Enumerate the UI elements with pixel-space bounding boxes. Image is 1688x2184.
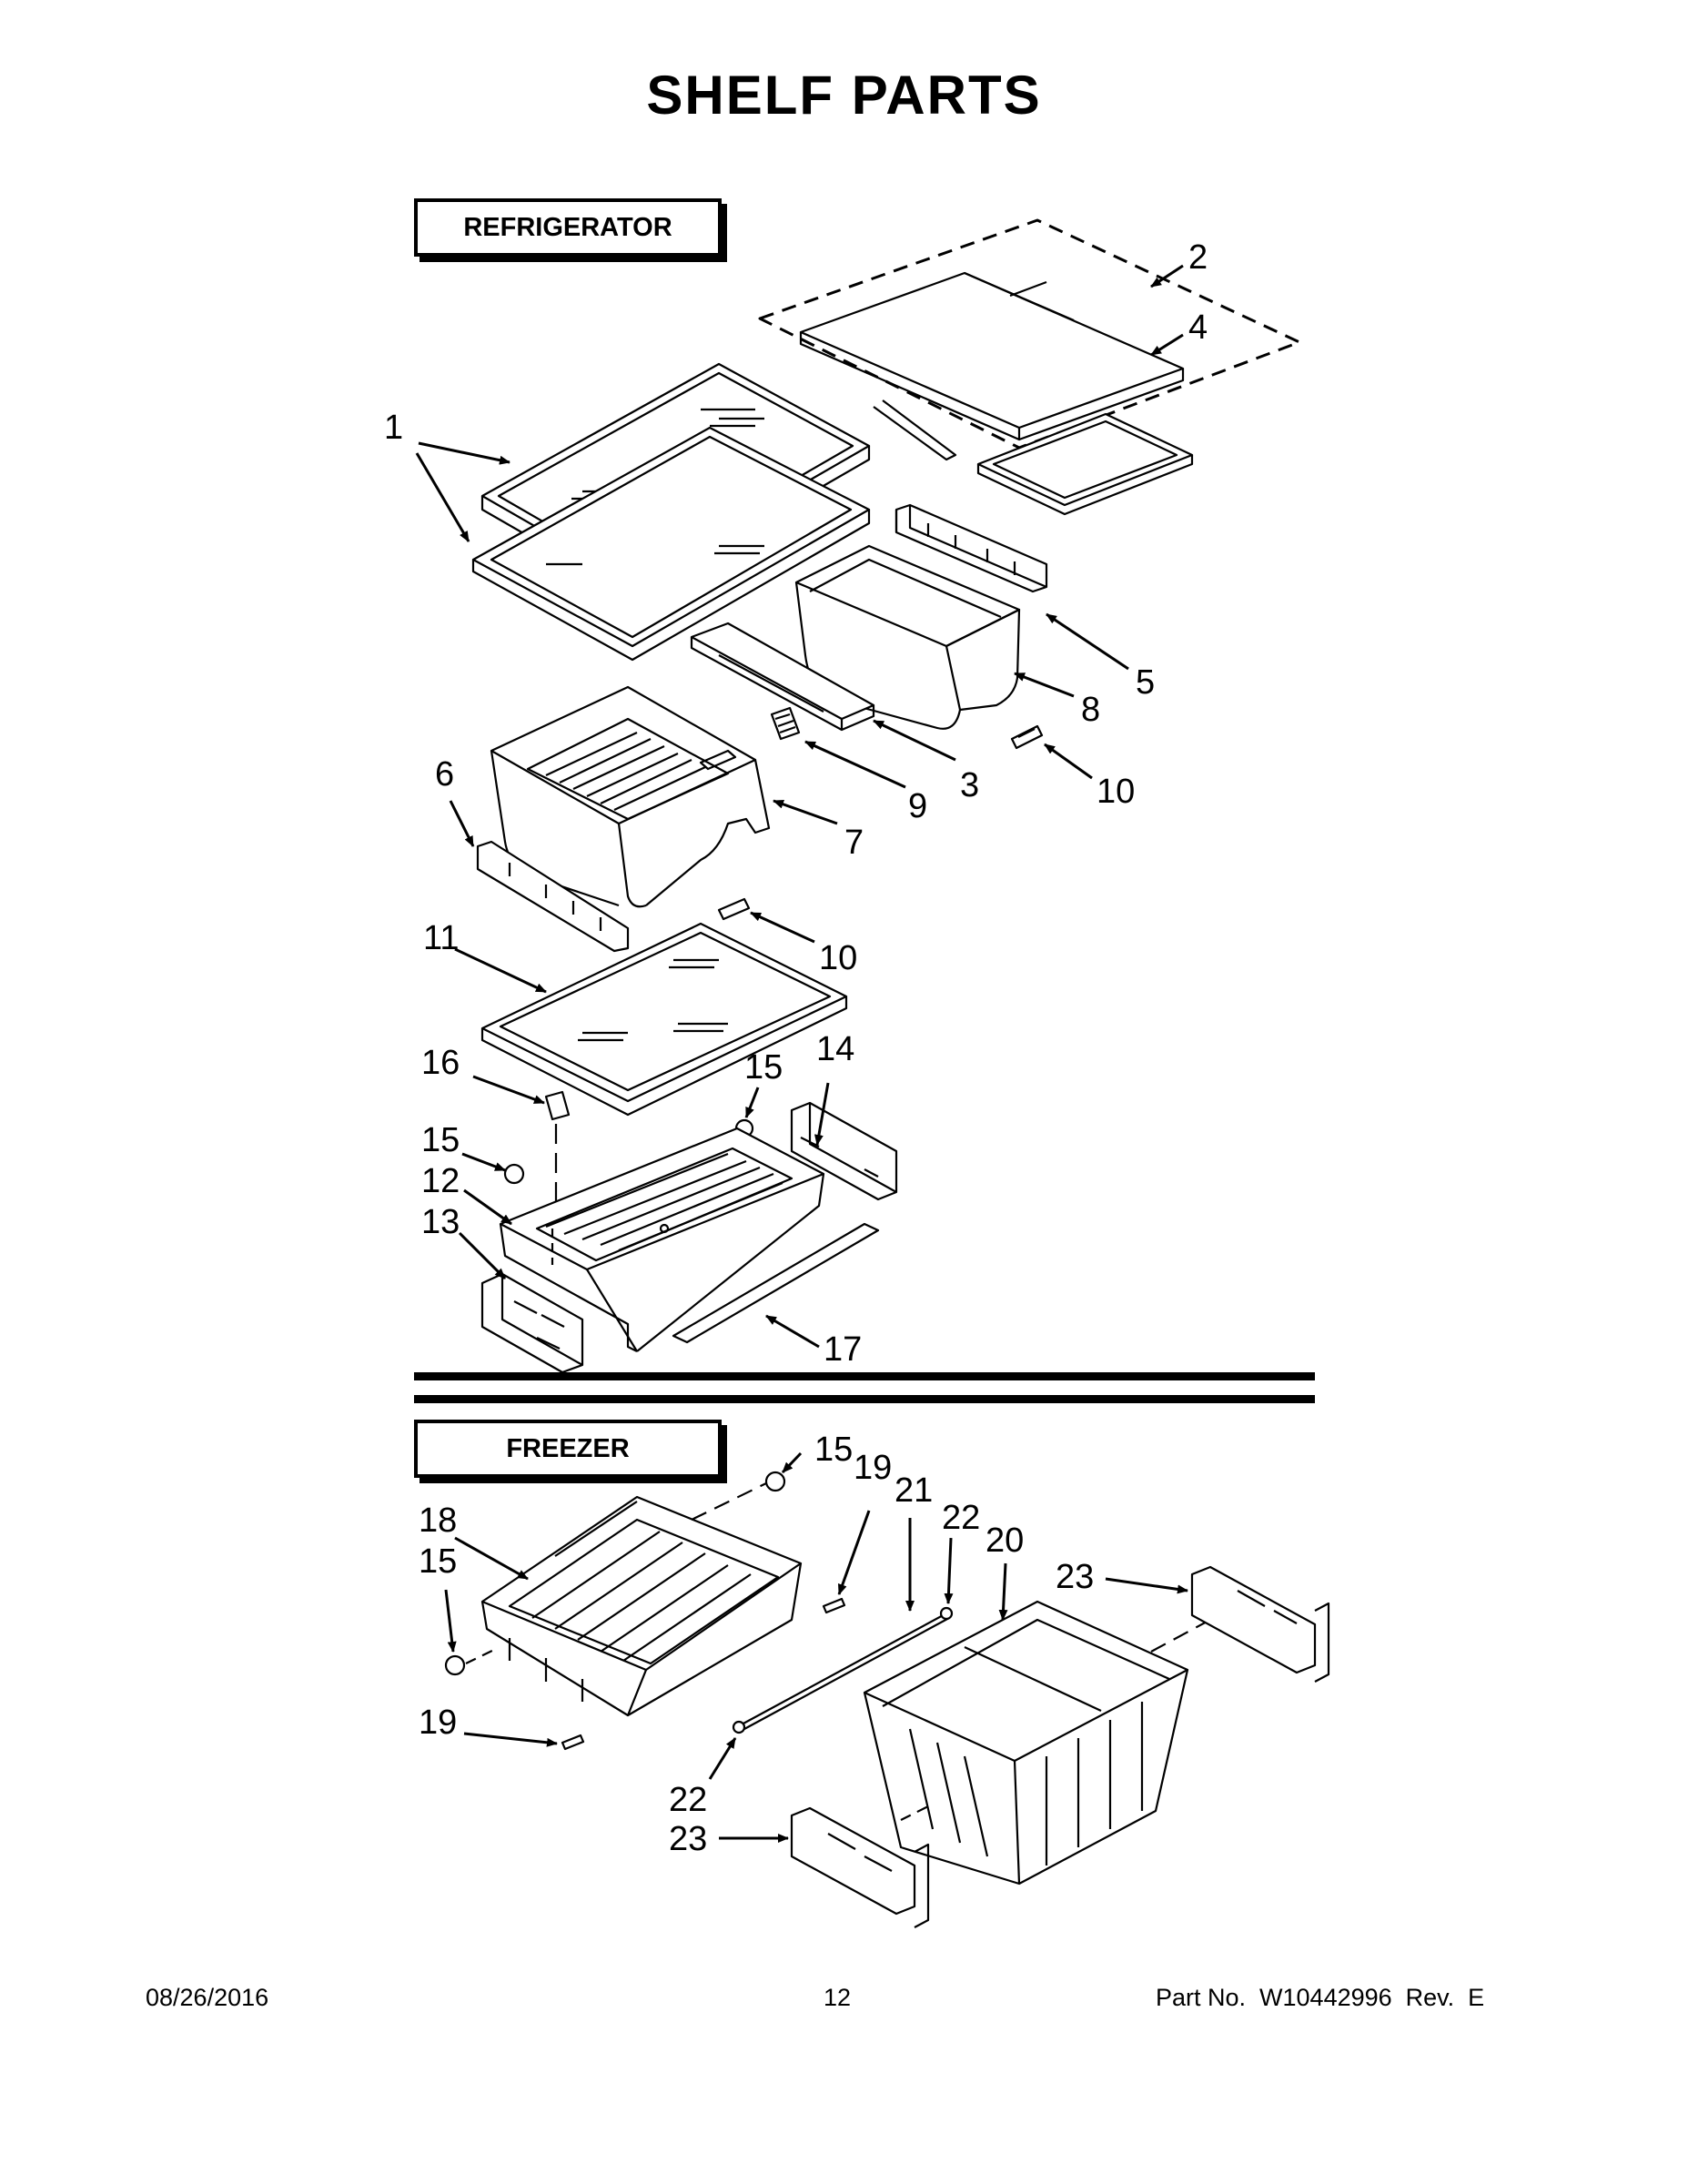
callout-8: 8: [1081, 691, 1100, 729]
crisper-drawer-large: [490, 685, 771, 908]
refrigerator-section-label: REFRIGERATOR: [414, 198, 722, 257]
section-divider-top: [414, 1372, 1315, 1380]
crisper-cover-insert: [976, 412, 1194, 516]
callout-19-a: 19: [854, 1449, 892, 1487]
pantry-drawer: [499, 1127, 825, 1352]
freezer-guide-line-b: [465, 1648, 497, 1664]
callout-16: 16: [421, 1044, 460, 1082]
callout-22-b: 22: [669, 1781, 707, 1819]
kit-dashed-boundary: [758, 218, 1301, 450]
callout-11: 11: [423, 919, 459, 957]
callout-20: 20: [986, 1522, 1024, 1560]
callout-15-b: 15: [421, 1121, 460, 1159]
callout-13: 13: [421, 1203, 460, 1241]
freezer-slide-right: [1190, 1565, 1330, 1683]
rod-end-cap-left: [732, 1720, 746, 1734]
freezer-screw-upper: [822, 1597, 846, 1614]
freezer-upper-basket: [480, 1495, 803, 1717]
callout-6: 6: [435, 755, 454, 794]
callout-5: 5: [1136, 663, 1155, 702]
footer-part-number: Part No. W10442996 Rev. E: [1156, 1984, 1485, 2011]
callout-23-a: 23: [1056, 1558, 1094, 1596]
drawer-stop-left: [717, 897, 751, 921]
freezer-label-text: FREEZER: [506, 1433, 630, 1463]
callout-22-a: 22: [942, 1499, 980, 1537]
callout-10-left: 10: [819, 939, 857, 977]
callout-18: 18: [419, 1502, 457, 1540]
footer-date: 08/26/2016: [146, 1984, 269, 2011]
callout-17: 17: [824, 1330, 862, 1369]
freezer-guide-line-a: [691, 1482, 767, 1521]
callout-4: 4: [1188, 308, 1208, 347]
pantry-slide-left: [480, 1272, 584, 1374]
callout-15-a: 15: [744, 1048, 783, 1087]
callout-9: 9: [908, 787, 927, 825]
crisper-cover: [799, 271, 1185, 461]
callout-7: 7: [844, 824, 864, 862]
pantry-trim-strip: [672, 1222, 880, 1344]
freezer-connecting-rod: [741, 1613, 950, 1730]
crisper-rail-right: [895, 503, 1048, 593]
footer-page-number: 12: [824, 1984, 852, 2011]
roller-wheel-left: [503, 1163, 525, 1185]
freezer-wheel-upper: [764, 1471, 786, 1492]
freezer-guide-line-c: [1150, 1619, 1211, 1653]
freezer-slide-left: [790, 1806, 930, 1928]
callout-19-b: 19: [419, 1704, 457, 1742]
glass-shelf-lower: [471, 426, 871, 662]
callout-12: 12: [421, 1162, 460, 1200]
freezer-wheel-lower: [444, 1654, 466, 1676]
glass-shelf-middle: [480, 922, 848, 1117]
page-title: SHELF PARTS: [646, 65, 1042, 126]
refrigerator-label-text: REFRIGERATOR: [463, 212, 672, 242]
callout-21: 21: [895, 1471, 933, 1510]
callout-23-b: 23: [669, 1820, 707, 1858]
crisper-divider-panel: [690, 622, 875, 732]
rod-end-cap-right: [939, 1606, 954, 1621]
callout-10-right: 10: [1097, 773, 1135, 811]
freezer-lower-basket: [863, 1600, 1189, 1886]
callout-3: 3: [960, 766, 979, 804]
freezer-guide-line-d: [900, 1805, 929, 1821]
drawer-stop-right: [1010, 724, 1044, 750]
callout-2: 2: [1188, 238, 1208, 277]
callout-14: 14: [816, 1030, 854, 1068]
freezer-section-label: FREEZER: [414, 1420, 722, 1478]
humidity-control-slider: [770, 706, 801, 741]
crisper-rail-left: [476, 840, 630, 953]
callout-15-c: 15: [814, 1431, 853, 1469]
section-divider-bottom: [414, 1395, 1315, 1403]
callout-15-d: 15: [419, 1542, 457, 1581]
freezer-screw-lower: [561, 1734, 585, 1751]
pantry-slide-right: [790, 1101, 898, 1201]
callout-1: 1: [384, 409, 403, 447]
shelf-support-clip: [544, 1090, 571, 1121]
